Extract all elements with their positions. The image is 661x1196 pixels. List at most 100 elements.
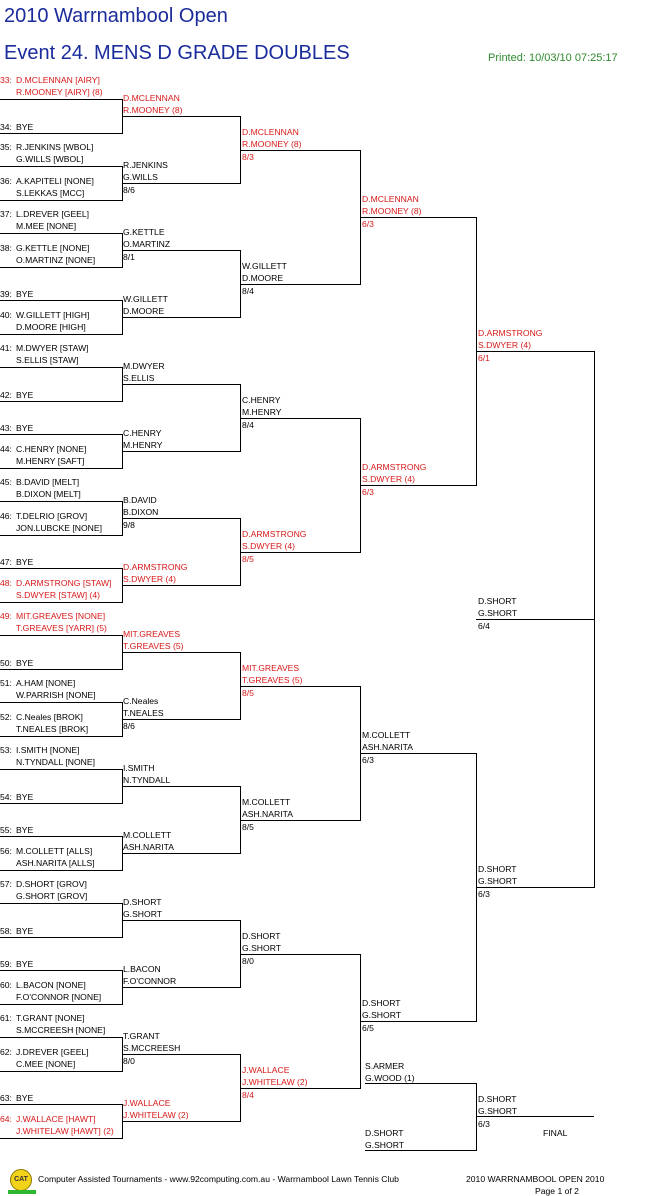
round2-14-score: 8/0	[123, 1056, 135, 1066]
draw-number-37: 37:	[0, 209, 12, 219]
round2-14-p2: S.MCCREESH	[123, 1043, 181, 1053]
bracket-line	[0, 635, 122, 636]
bracket-line	[0, 1070, 122, 1072]
draw-number-50: 50:	[0, 657, 12, 668]
draw-number-62: 62:	[0, 1046, 12, 1057]
bracket-line	[0, 936, 122, 938]
footer-page: Page 1 of 2	[535, 1186, 579, 1196]
draw-number-59: 59:	[0, 959, 12, 969]
bracket-line	[122, 451, 240, 452]
round2-7-p1: D.ARMSTRONG	[123, 562, 188, 572]
round3-2-p1: C.HENRY	[242, 395, 281, 405]
draw-number-63: 63:	[0, 1093, 12, 1103]
draw-entry-40-p1: W.GILLETT [HIGH]	[16, 309, 90, 320]
draw-number-33: 33:	[0, 75, 12, 85]
bracket-line	[0, 467, 122, 469]
bracket-line	[0, 1104, 122, 1105]
round4-0-p1: D.MCLENNAN	[362, 194, 419, 204]
draw-number-41: 41:	[0, 343, 12, 353]
draw-number-56: 56:	[0, 845, 12, 856]
round4-2-score: 6/3	[362, 755, 374, 765]
round3-1-score: 8/4	[242, 286, 254, 296]
draw-number-38: 38:	[0, 242, 12, 253]
draw-entry-34-p1: BYE	[16, 121, 34, 132]
round4-3-score: 6/5	[362, 1023, 374, 1033]
draw-number-35: 35:	[0, 142, 12, 152]
bracket-line	[476, 1083, 477, 1151]
bracket-line	[476, 887, 594, 888]
bracket-line	[122, 786, 240, 787]
bracket-line	[240, 1088, 360, 1089]
bracket-line	[0, 501, 122, 502]
round2-2-score: 8/1	[123, 252, 135, 262]
draw-entry-53-p1: I.SMITH [NONE]	[16, 745, 80, 755]
bracket-line	[0, 1137, 122, 1139]
bracket-line	[240, 954, 360, 955]
draw-entry-43-p1: BYE	[16, 423, 34, 433]
draw-number-57: 57:	[0, 879, 12, 889]
bracket-line	[365, 1083, 476, 1084]
draw-entry-52-p1: C.Neales [BROK]	[16, 711, 83, 722]
draw-number-34: 34:	[0, 121, 12, 132]
round3-0-p1: D.MCLENNAN	[242, 127, 299, 137]
bracket-line	[0, 400, 122, 402]
round2-0-p1: D.MCLENNAN	[123, 93, 180, 103]
draw-number-53: 53:	[0, 745, 12, 755]
bracket-line	[0, 836, 122, 837]
draw-number-45: 45:	[0, 477, 12, 487]
bracket-line	[365, 1150, 476, 1151]
draw-entry-61-p2: S.MCCREESH [NONE]	[16, 1025, 106, 1035]
round4-1-p1: D.ARMSTRONG	[362, 462, 427, 472]
bracket-line	[122, 384, 240, 385]
bracket-line	[0, 802, 122, 804]
draw-number-46: 46:	[0, 510, 12, 521]
draw-entry-58-p1: BYE	[16, 925, 34, 936]
draw-number-51: 51:	[0, 678, 12, 688]
round2-13-p1: L.BACON	[123, 964, 161, 974]
bracket-line	[360, 217, 476, 218]
bracket-line	[476, 619, 594, 620]
bracket-line	[0, 702, 122, 703]
round2-3-p1: W.GILLETT	[123, 294, 168, 304]
round2-5-p1: C.HENRY	[123, 428, 162, 438]
draw-entry-61-p1: T.GRANT [NONE]	[16, 1013, 85, 1023]
bracket-line	[240, 284, 360, 285]
round2-9-score: 8/6	[123, 721, 135, 731]
bracket-line	[476, 351, 594, 352]
draw-entry-54-p1: BYE	[16, 791, 34, 802]
bracket-line	[0, 300, 122, 301]
draw-entry-62-p1: J.DREVER [GEEL]	[16, 1046, 89, 1057]
draw-entry-39-p1: BYE	[16, 289, 34, 299]
draw-entry-51-p1: A.HAM [NONE]	[16, 678, 76, 688]
round2-14-p1: T.GRANT	[123, 1031, 160, 1041]
bracket-line	[122, 250, 240, 251]
final-bottom-p1: D.SHORT	[365, 1128, 404, 1138]
round3-3-p1: D.ARMSTRONG	[242, 529, 307, 539]
bracket-line	[0, 568, 122, 569]
draw-number-47: 47:	[0, 557, 12, 567]
bracket-line	[240, 418, 360, 419]
draw-entry-44-p2: M.HENRY [SAFT]	[16, 455, 85, 466]
bracket-line	[122, 183, 240, 184]
round4-0-score: 6/3	[362, 219, 374, 229]
final-top-p1: S.ARMER	[365, 1061, 405, 1071]
final-bottom-p2: G.SHORT	[365, 1140, 404, 1150]
final-winner-score: 6/3	[478, 1119, 490, 1129]
round4-2-p1: M.COLLETT	[362, 730, 411, 740]
draw-entry-46-p2: JON.LUBCKE [NONE]	[16, 522, 102, 533]
bracket-line	[122, 1054, 240, 1055]
draw-entry-33-p2: R.MOONEY [AIRY] (8)	[16, 87, 103, 97]
round3-5-score: 8/5	[242, 822, 254, 832]
round3-5-p1: M.COLLETT	[242, 797, 291, 807]
draw-entry-46-p1: T.DELRIO [GROV]	[16, 510, 88, 521]
logo-underline	[8, 1190, 36, 1194]
bracket-line	[0, 1003, 122, 1005]
bracket-line	[122, 585, 240, 586]
draw-entry-49-p2: T.GREAVES [YARR] (5)	[16, 623, 107, 633]
draw-entry-55-p1: BYE	[16, 825, 34, 835]
draw-entry-37-p2: M.MEE [NONE]	[16, 221, 77, 231]
round2-13-p2: F.O'CONNOR	[123, 976, 177, 986]
event-title: Event 24. MENS D GRADE DOUBLES	[4, 42, 350, 64]
round4-2-p2: ASH.NARITA	[362, 742, 413, 752]
draw-entry-36-p2: S.LEKKAS [MCC]	[16, 187, 85, 198]
